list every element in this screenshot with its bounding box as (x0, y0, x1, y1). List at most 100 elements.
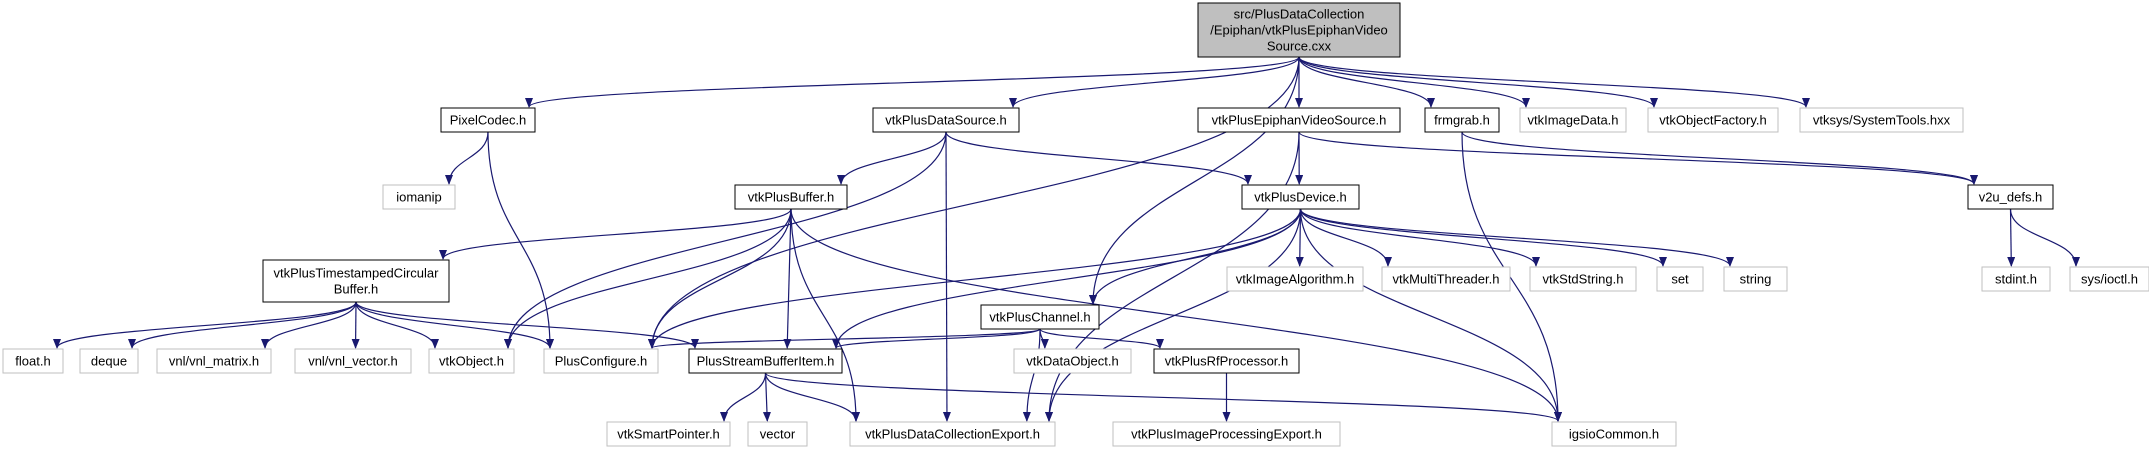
node-buffer[interactable]: vtkPlusBuffer.h (734, 184, 848, 210)
node-channel[interactable]: vtkPlusChannel.h (980, 304, 1100, 330)
node-vtkobject-label: vtkObject.h (439, 354, 504, 369)
edge-device-to-dcexport (1045, 208, 1302, 422)
node-rfprocessor-label: vtkPlusRfProcessor.h (1165, 354, 1289, 369)
node-streambufferitem-box (688, 348, 843, 374)
edge-channel-to-rfprocessor (1039, 328, 1164, 349)
node-vtkobject-box (428, 348, 515, 374)
node-imagedata-box (1519, 107, 1627, 133)
node-string-label: string (1740, 272, 1772, 287)
node-frmgrab[interactable]: frmgrab.h (1424, 107, 1500, 133)
nodes-layer: src/PlusDataCollection/Epiphan/vtkPlusEp… (2, 2, 2149, 447)
edge-v2udefs-to-ioctl (2009, 208, 2080, 267)
node-vtkobject: vtkObject.h (428, 348, 515, 374)
node-stdint-label: stdint.h (1995, 272, 2037, 287)
node-root-label: /Epiphan/vtkPlusEpiphanVideo (1210, 23, 1388, 38)
node-set: set (1656, 266, 1704, 292)
node-systemtools: vtksys/SystemTools.hxx (1799, 107, 1964, 133)
edge-root-to-pixelcodec (525, 56, 1300, 108)
node-pixelcodec[interactable]: PixelCodec.h (440, 107, 536, 133)
node-frmgrab-label: frmgrab.h (1434, 113, 1490, 128)
edge-tscb-to-vnlmatrix (261, 301, 357, 349)
node-systemtools-label: vtksys/SystemTools.hxx (1813, 113, 1951, 128)
node-vector: vector (747, 421, 808, 447)
edge-datasource-to-vtkobject (504, 131, 947, 349)
edge-channel-to-dcexport (1022, 328, 1041, 422)
edge-buffer-to-streambufferitem (783, 208, 792, 349)
node-ioctl-box (2069, 266, 2149, 292)
node-plusconfigure-label: PlusConfigure.h (555, 354, 648, 369)
edge-buffer-to-vtkobject (504, 208, 792, 349)
node-floath: float.h (2, 348, 64, 374)
edge-root-to-frmgrab (1298, 56, 1435, 108)
node-ipexport: vtkPlusImageProcessingExport.h (1112, 421, 1341, 447)
node-root-label: Source.cxx (1267, 39, 1332, 54)
node-imagedata-label: vtkImageData.h (1527, 113, 1618, 128)
edge-device-to-multithreader (1299, 208, 1392, 267)
node-multithreader-label: vtkMultiThreader.h (1393, 272, 1500, 287)
node-dataobject-label: vtkDataObject.h (1026, 354, 1119, 369)
edge-v2udefs-to-stdint (2007, 208, 2016, 267)
node-stdstring-box (1529, 266, 1637, 292)
node-channel-box (980, 304, 1100, 330)
edge-epiphanvs-to-v2udefs (1298, 131, 1978, 185)
node-tscb-label: Buffer.h (334, 282, 379, 297)
node-epiphanvs[interactable]: vtkPlusEpiphanVideoSource.h (1197, 107, 1401, 133)
node-streambufferitem[interactable]: PlusStreamBufferItem.h (688, 348, 843, 374)
node-vnlmatrix: vnl/vnl_matrix.h (156, 348, 272, 374)
node-rfprocessor-box (1153, 348, 1300, 374)
node-epiphanvs-box (1197, 107, 1401, 133)
edge-frmgrab-to-v2udefs (1461, 131, 1978, 185)
node-root[interactable]: src/PlusDataCollection/Epiphan/vtkPlusEp… (1197, 2, 1401, 58)
edge-root-to-datasource (1009, 56, 1300, 108)
node-root-box (1197, 2, 1401, 58)
edge-root-to-channel (1089, 56, 1300, 305)
node-smartpointer-box (606, 421, 731, 447)
node-device[interactable]: vtkPlusDevice.h (1241, 184, 1360, 210)
node-datasource-label: vtkPlusDataSource.h (885, 113, 1006, 128)
edge-buffer-to-tscb (439, 208, 792, 260)
edge-streambufferitem-to-smartpointer (720, 372, 767, 422)
node-string-box (1723, 266, 1788, 292)
node-systemtools-box (1799, 107, 1964, 133)
node-dataobject: vtkDataObject.h (1013, 348, 1132, 374)
node-plusconfigure: PlusConfigure.h (543, 348, 659, 374)
node-smartpointer-label: vtkSmartPointer.h (617, 427, 720, 442)
node-datasource-box (872, 107, 1020, 133)
node-channel-label: vtkPlusChannel.h (989, 310, 1090, 325)
node-iomanip-box (382, 184, 456, 210)
edges-layer (53, 56, 2080, 422)
node-deque-label: deque (91, 354, 127, 369)
node-ioctl: sys/ioctl.h (2069, 266, 2149, 292)
node-dcexport-label: vtkPlusDataCollectionExport.h (865, 427, 1040, 442)
node-objectfactory-box (1647, 107, 1779, 133)
node-objectfactory: vtkObjectFactory.h (1647, 107, 1779, 133)
node-vnlvector-label: vnl/vnl_vector.h (308, 354, 398, 369)
node-tscb-box (262, 259, 450, 303)
edge-streambufferitem-to-vector (762, 372, 771, 422)
node-vector-box (747, 421, 808, 447)
node-v2udefs[interactable]: v2u_defs.h (1967, 184, 2054, 210)
edge-tscb-to-plusconfigure (355, 301, 554, 349)
node-imagealgorithm: vtkImageAlgorithm.h (1226, 266, 1364, 292)
edge-device-to-streambufferitem (832, 208, 1302, 349)
node-imagealgorithm-label: vtkImageAlgorithm.h (1236, 272, 1355, 287)
node-root-label: src/PlusDataCollection (1234, 7, 1365, 22)
node-dcexport: vtkPlusDataCollectionExport.h (849, 421, 1056, 447)
node-vnlmatrix-label: vnl/vnl_matrix.h (169, 354, 259, 369)
node-vnlvector: vnl/vnl_vector.h (294, 348, 412, 374)
node-vector-label: vector (760, 427, 796, 442)
node-v2udefs-label: v2u_defs.h (1979, 190, 2043, 205)
edge-tscb-to-floath (53, 301, 357, 349)
node-multithreader: vtkMultiThreader.h (1381, 266, 1511, 292)
node-pixelcodec-label: PixelCodec.h (450, 113, 527, 128)
node-rfprocessor[interactable]: vtkPlusRfProcessor.h (1153, 348, 1300, 374)
edge-tscb-to-streambufferitem (355, 301, 699, 349)
edge-device-to-string (1299, 208, 1734, 267)
node-datasource[interactable]: vtkPlusDataSource.h (872, 107, 1020, 133)
edge-device-to-igsiocommon (1299, 208, 1562, 422)
edge-streambufferitem-to-igsiocommon (764, 372, 1562, 422)
node-device-label: vtkPlusDevice.h (1254, 190, 1346, 205)
node-igsiocommon: igsioCommon.h (1551, 421, 1677, 447)
